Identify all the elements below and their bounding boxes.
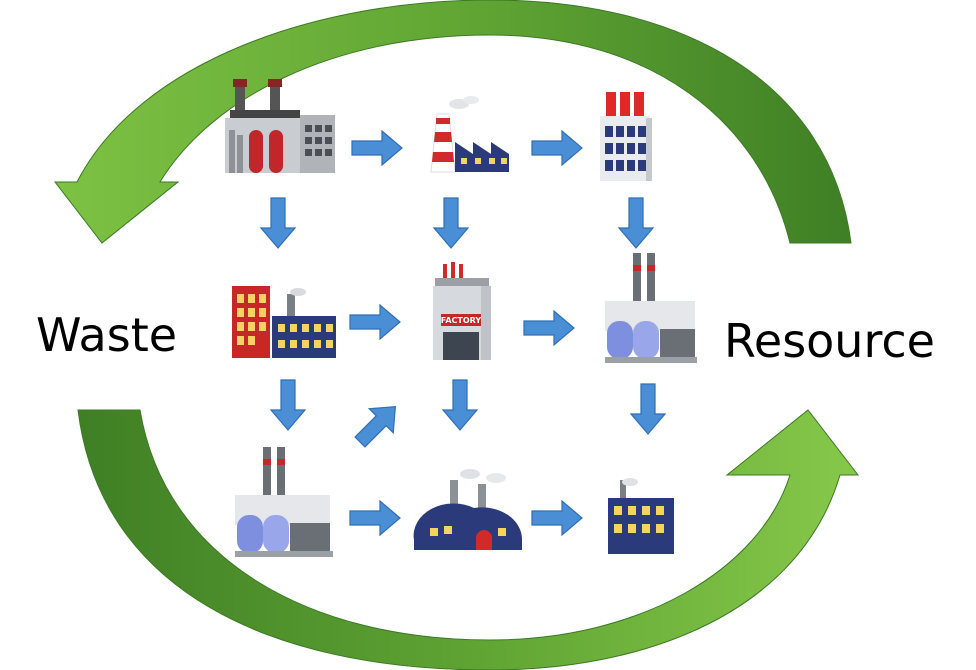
flow-arrow [531, 500, 583, 536]
flow-arrow [270, 379, 306, 431]
refinery-icon [225, 79, 335, 173]
cycle-arrow-top [53, 0, 852, 244]
flow-arrow [531, 130, 583, 166]
waste-label: Waste [36, 308, 178, 362]
domed-factory-icon [413, 469, 523, 550]
small-factory-icon [608, 478, 674, 554]
flow-arrow [442, 379, 478, 431]
coal-plant-icon [430, 96, 509, 173]
flow-arrow [349, 304, 401, 340]
flow-arrow [433, 197, 469, 249]
cycle-arrow-bottom [77, 409, 860, 670]
flow-arrow [630, 383, 666, 435]
resource-label: Resource [724, 314, 935, 368]
flow-arrow [523, 310, 575, 346]
flow-arrow [260, 197, 296, 249]
chemical-plant-icon [235, 447, 333, 557]
flow-arrow [347, 394, 408, 455]
flow-arrow [351, 130, 403, 166]
flow-arrow [618, 197, 654, 249]
flow-arrow [349, 500, 401, 536]
power-station-icon [600, 92, 652, 181]
factory-sign-text: FACTORY [441, 316, 482, 325]
industrial-park-icon [232, 286, 336, 358]
chemical-plant-icon [605, 253, 697, 363]
factory-building-icon: FACTORY [433, 262, 491, 360]
